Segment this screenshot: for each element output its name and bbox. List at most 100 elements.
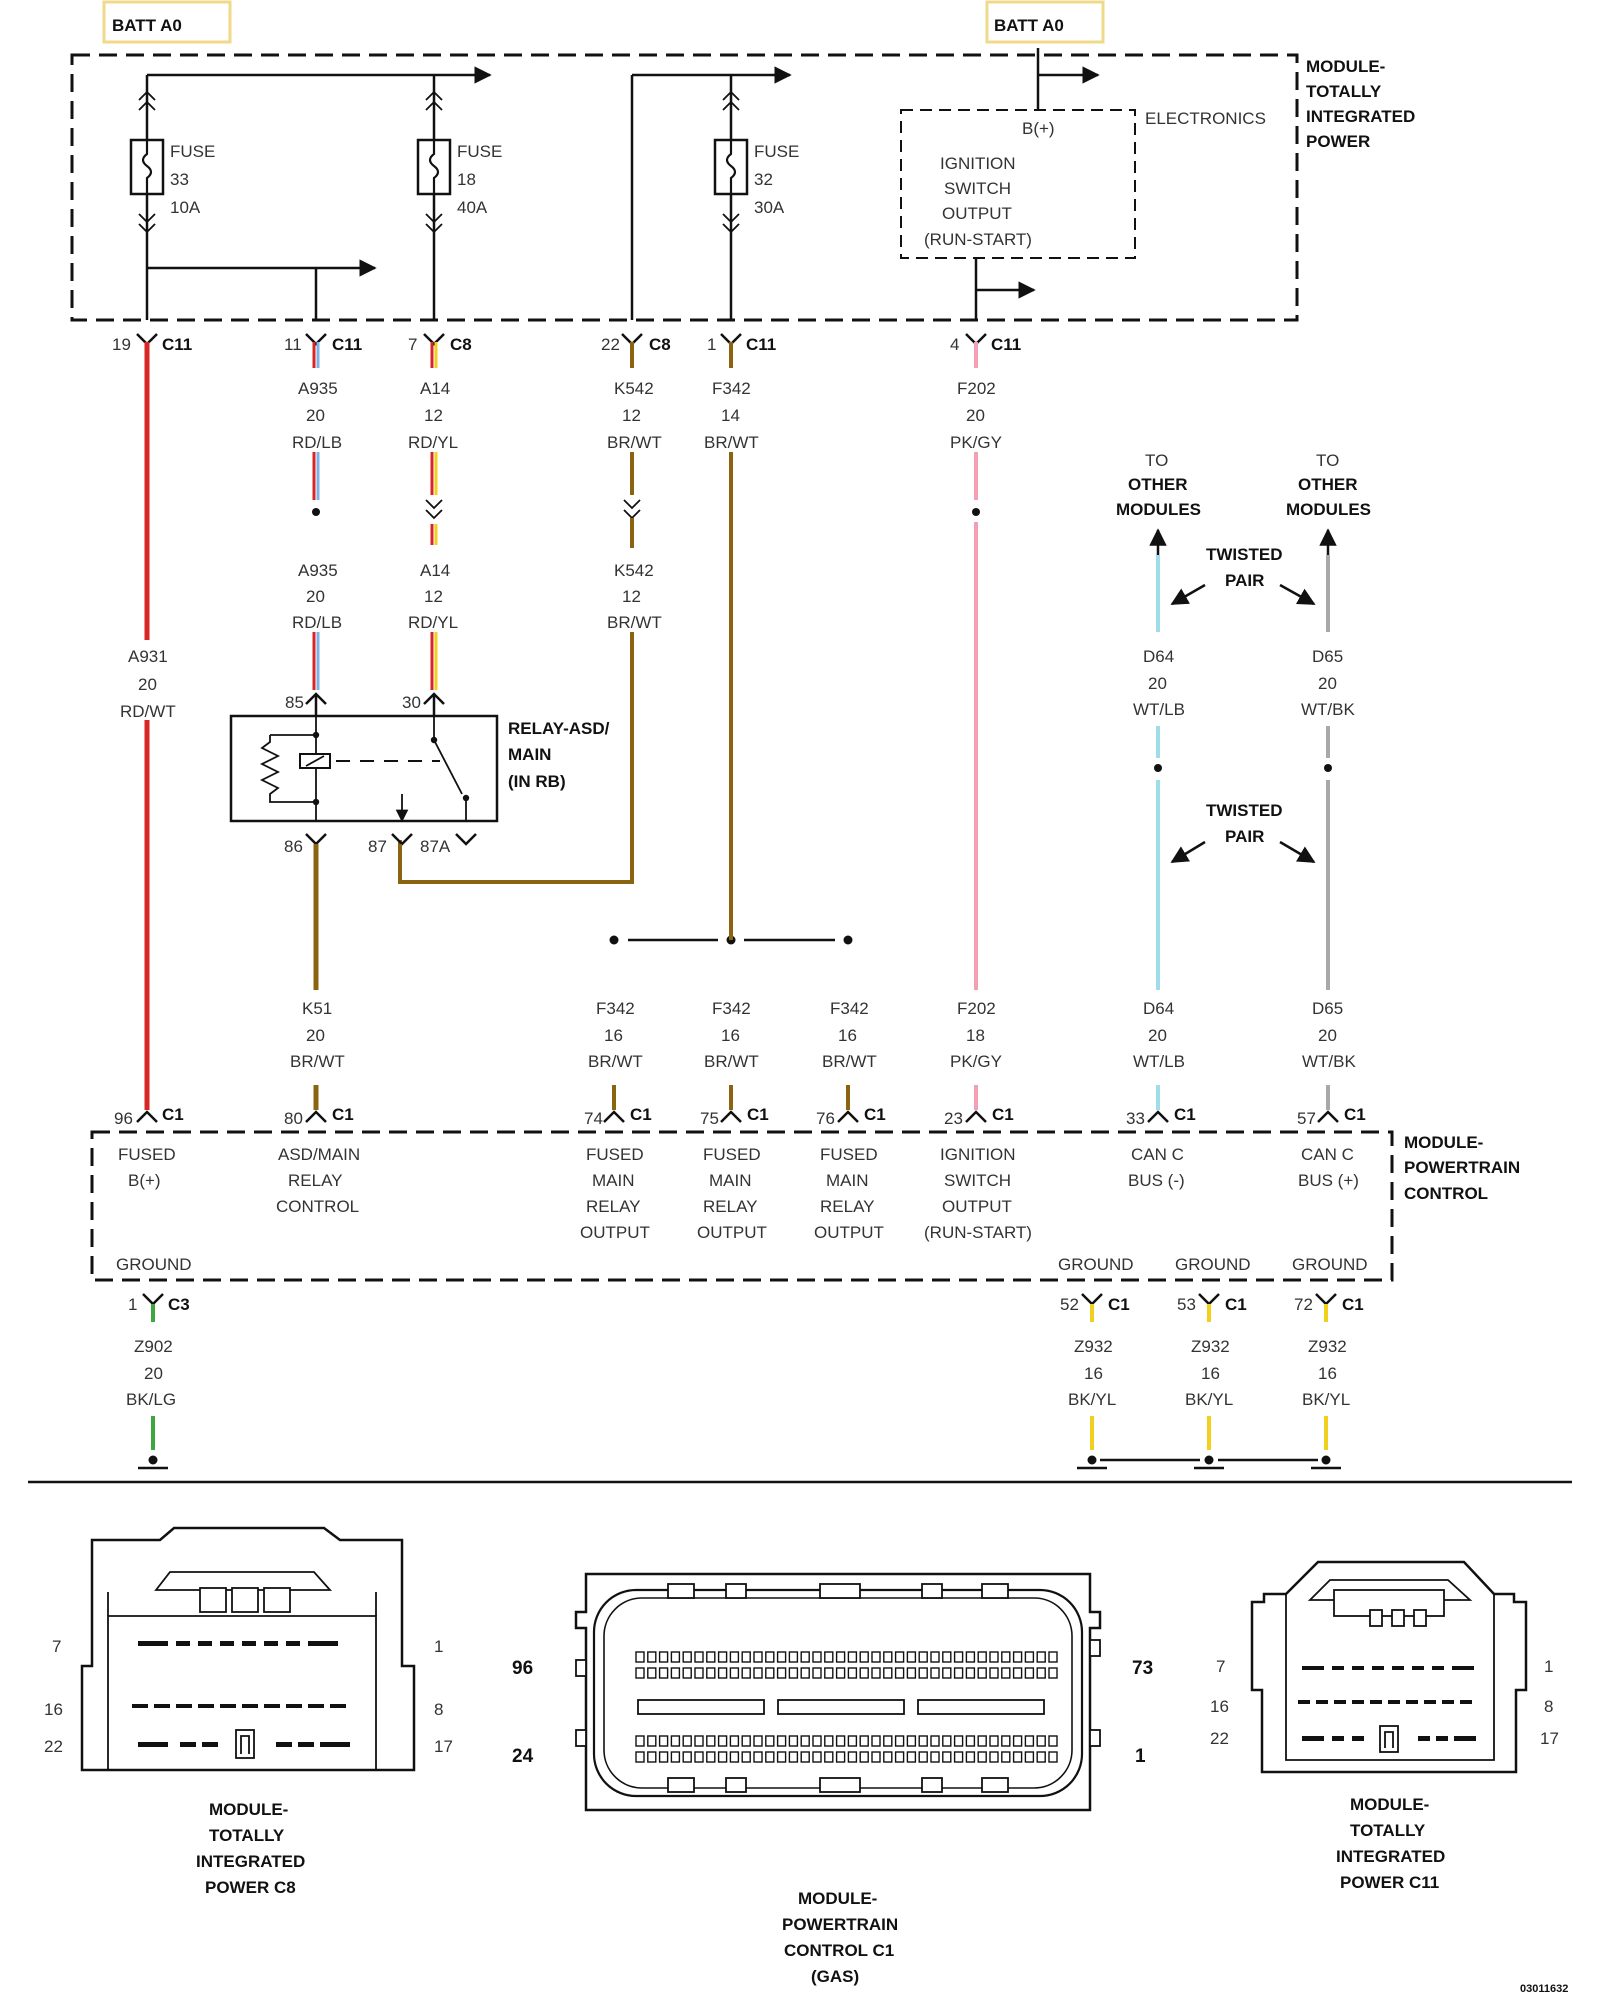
svg-text:1: 1 <box>128 1295 137 1314</box>
svg-text:CONTROL: CONTROL <box>1404 1184 1488 1203</box>
svg-text:POWERTRAIN: POWERTRAIN <box>782 1915 898 1934</box>
pcm-pin-cavity <box>776 1651 787 1663</box>
pcm-pin-cavity <box>965 1735 976 1747</box>
fuse-18: FUSE 18 40A <box>416 75 502 320</box>
svg-text:BR/WT: BR/WT <box>290 1052 345 1071</box>
svg-text:TO: TO <box>1145 451 1168 470</box>
svg-text:SWITCH: SWITCH <box>944 179 1011 198</box>
pcm-pin-cavity <box>1012 1667 1023 1679</box>
svg-text:MODULES: MODULES <box>1116 500 1201 519</box>
svg-text:RELAY: RELAY <box>586 1197 641 1216</box>
label-k542-mid: K542 12 BR/WT <box>607 561 662 632</box>
pcm-pin-cavity <box>729 1651 740 1663</box>
svg-text:PAIR: PAIR <box>1225 571 1264 590</box>
pcm-pin-cavity <box>894 1735 905 1747</box>
svg-text:PK/GY: PK/GY <box>950 1052 1002 1071</box>
svg-text:F342: F342 <box>712 999 751 1018</box>
svg-text:MODULE-: MODULE- <box>209 1800 288 1819</box>
svg-text:ELECTRONICS: ELECTRONICS <box>1145 109 1266 128</box>
svg-text:ASD/MAIN: ASD/MAIN <box>278 1145 360 1164</box>
svg-text:C1: C1 <box>747 1105 769 1124</box>
pcm-pin-cavity <box>989 1651 999 1663</box>
pcm-pin-cavity <box>670 1735 681 1747</box>
svg-text:F342: F342 <box>830 999 869 1018</box>
pcm-pin-cavity <box>930 1751 940 1763</box>
pcm-pin-cavity <box>859 1735 869 1747</box>
pcm-pin-cavity <box>776 1735 787 1747</box>
pcm-pin-cavity <box>694 1735 704 1747</box>
pcm-pin-cavity <box>776 1751 787 1763</box>
svg-text:33: 33 <box>170 170 189 189</box>
svg-text:C11: C11 <box>332 335 362 354</box>
pcm-pin-cavity <box>717 1735 728 1747</box>
svg-text:A935: A935 <box>298 379 338 398</box>
svg-text:OUTPUT: OUTPUT <box>697 1223 767 1242</box>
pcm-pin-cavity <box>717 1667 728 1679</box>
ground-label-53: GROUND <box>1175 1255 1251 1274</box>
pcm-pin-cavity <box>1036 1751 1046 1763</box>
svg-text:F202: F202 <box>957 999 996 1018</box>
pcm-pin-cavity <box>942 1667 952 1679</box>
svg-text:FUSE: FUSE <box>170 142 215 161</box>
pcm-func-fused-bplus: FUSED B(+) <box>118 1145 176 1190</box>
pcm-pin-cavity <box>847 1667 858 1679</box>
svg-text:TWISTED: TWISTED <box>1206 801 1283 820</box>
svg-text:K51: K51 <box>302 999 332 1018</box>
svg-text:20: 20 <box>1318 674 1337 693</box>
pcm-pin-cavity <box>883 1651 893 1663</box>
pcm-pin-cavity <box>658 1651 669 1663</box>
pcm-pin-cavity <box>670 1667 681 1679</box>
pcm-pin-cavity <box>647 1651 657 1663</box>
pcm-func-fmro-74: FUSED MAIN RELAY OUTPUT <box>580 1145 650 1242</box>
label-f342-74: F342 16 BR/WT <box>588 999 643 1071</box>
svg-text:WT/BK: WT/BK <box>1301 700 1355 719</box>
pcm-pin-cavity <box>1012 1651 1023 1663</box>
svg-text:12: 12 <box>622 406 641 425</box>
pcm-pin-cavity <box>942 1651 952 1663</box>
svg-text:RD/YL: RD/YL <box>408 613 458 632</box>
svg-text:(RUN-START): (RUN-START) <box>924 230 1032 249</box>
pcm-pin-cavity <box>918 1651 928 1663</box>
svg-text:23: 23 <box>944 1109 963 1128</box>
electronics-block: ELECTRONICS B(+) IGNITION SWITCH OUTPUT … <box>900 109 1266 259</box>
ground-label-c3: GROUND <box>116 1255 192 1274</box>
svg-text:B(+): B(+) <box>1022 119 1055 138</box>
pcm-pin-cavity <box>894 1667 905 1679</box>
pcm-pin-cavity <box>694 1651 704 1663</box>
pcm-pin-cavity <box>753 1751 763 1763</box>
svg-text:BATT A0: BATT A0 <box>112 16 182 35</box>
svg-text:12: 12 <box>424 587 443 606</box>
svg-text:74: 74 <box>584 1109 603 1128</box>
svg-text:RELAY: RELAY <box>703 1197 758 1216</box>
svg-text:30: 30 <box>402 693 421 712</box>
svg-text:22: 22 <box>1210 1729 1229 1748</box>
pcm-pin-cavity <box>930 1651 940 1663</box>
svg-text:1: 1 <box>707 335 716 354</box>
svg-text:20: 20 <box>138 675 157 694</box>
pcm-pin-cavity <box>1001 1651 1011 1663</box>
pcm-pin-cavity <box>1036 1667 1046 1679</box>
svg-text:C1: C1 <box>1108 1295 1130 1314</box>
svg-text:72: 72 <box>1294 1295 1313 1314</box>
svg-text:16: 16 <box>1210 1697 1229 1716</box>
svg-text:20: 20 <box>1318 1026 1337 1045</box>
pcm-pin-cavity <box>859 1667 869 1679</box>
pcm-pin-cavity <box>729 1735 740 1747</box>
pcm-pin-cavity <box>788 1735 799 1747</box>
pcm-pin-cavity <box>812 1735 822 1747</box>
label-f342-75: F342 16 BR/WT <box>704 999 759 1071</box>
pcm-func-asd-relay-control: ASD/MAIN RELAY CONTROL <box>276 1145 360 1216</box>
svg-text:1: 1 <box>1135 1746 1146 1767</box>
pcm-pin-cavity <box>835 1735 846 1747</box>
svg-text:(IN RB): (IN RB) <box>508 772 566 791</box>
pcm-pin-cavity <box>706 1651 716 1663</box>
svg-text:F342: F342 <box>712 379 751 398</box>
svg-text:B(+): B(+) <box>128 1171 161 1190</box>
svg-text:BR/WT: BR/WT <box>822 1052 877 1071</box>
svg-text:OUTPUT: OUTPUT <box>942 204 1012 223</box>
svg-text:C1: C1 <box>162 1105 184 1124</box>
label-f342-76: F342 16 BR/WT <box>822 999 877 1071</box>
svg-text:20: 20 <box>306 406 325 425</box>
